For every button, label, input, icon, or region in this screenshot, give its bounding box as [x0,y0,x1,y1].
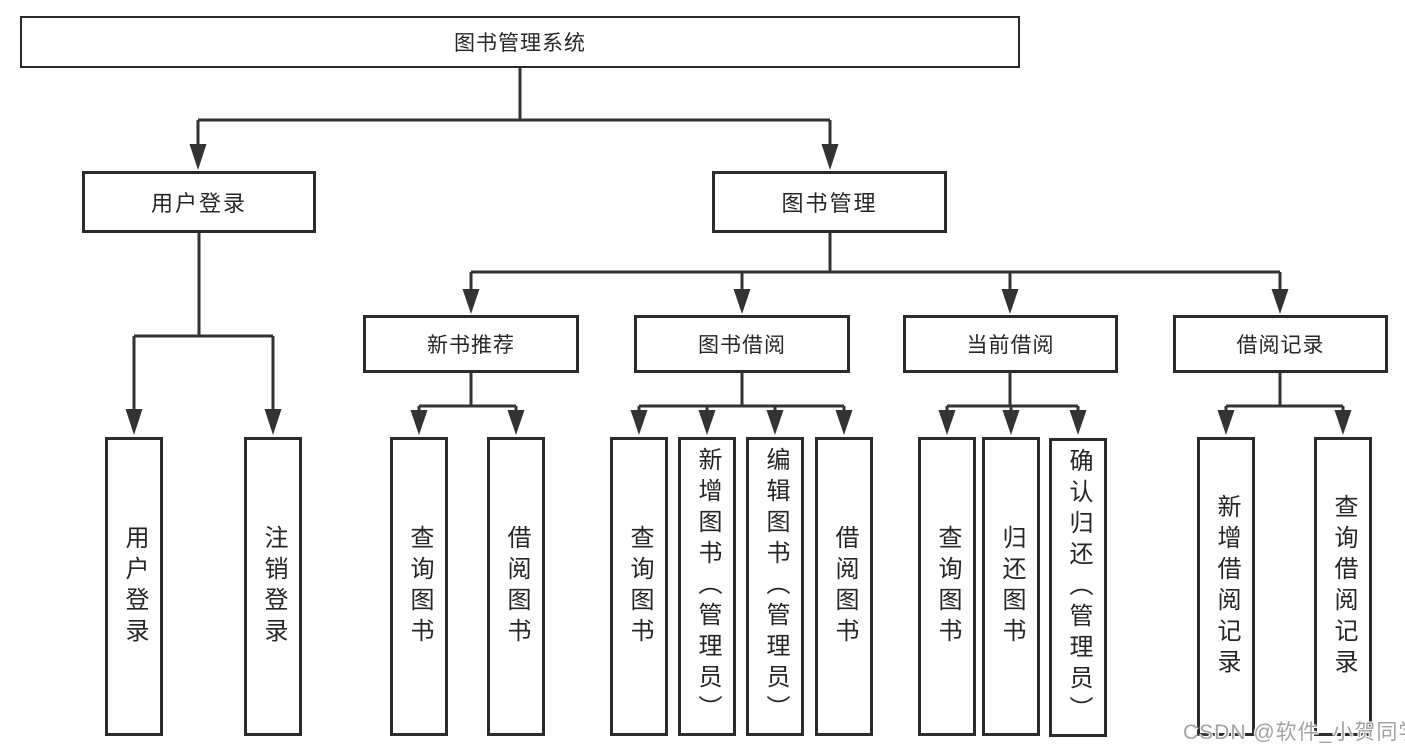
leaf-edit-book-admin: 编辑图书（管理员） [746,437,804,736]
leaf-add-borrow-record-label: 新增借阅记录 [1213,493,1240,680]
leaf-query-books-recommend-label: 查询图书 [406,524,433,649]
leaf-confirm-return-admin: 确认归还（管理员） [1049,438,1107,737]
leaf-user-login-label: 用户登录 [121,524,148,649]
leaf-user-login: 用户登录 [105,437,163,736]
node-current-borrow-label: 当前借阅 [966,334,1055,357]
leaf-query-books-current: 查询图书 [918,437,976,736]
leaf-confirm-return-admin-label: 确认归还（管理员） [1065,448,1092,727]
node-new-book-recommend-label: 新书推荐 [427,334,515,357]
leaf-add-book-admin-label: 新增图书（管理员） [694,447,721,726]
leaf-query-books-current-label: 查询图书 [934,524,961,649]
csdn-watermark: CSDN @软件_小贺同学 [1183,721,1405,744]
node-book-borrow: 图书借阅 [634,315,850,373]
node-borrow-records: 借阅记录 [1173,315,1388,373]
leaf-query-books-recommend: 查询图书 [390,437,448,736]
leaf-query-books-borrow-label: 查询图书 [626,524,653,649]
leaf-query-borrow-record: 查询借阅记录 [1314,437,1372,736]
node-root: 图书管理系统 [20,16,1020,68]
leaf-add-book-admin: 新增图书（管理员） [678,437,736,736]
leaf-return-books-label: 归还图书 [998,524,1025,649]
node-new-book-recommend: 新书推荐 [363,315,579,373]
node-book-management-label: 图书管理 [781,191,878,216]
leaf-query-books-borrow: 查询图书 [610,437,668,736]
node-user-login: 用户登录 [82,171,316,233]
leaf-borrow-books-recommend-label: 借阅图书 [503,524,530,649]
leaf-edit-book-admin-label: 编辑图书（管理员） [762,447,789,726]
node-borrow-records-label: 借阅记录 [1236,334,1325,357]
leaf-borrow-books-recommend: 借阅图书 [487,437,545,736]
node-user-login-label: 用户登录 [150,191,247,216]
leaf-add-borrow-record: 新增借阅记录 [1197,437,1255,736]
node-book-management: 图书管理 [712,171,947,233]
leaf-borrow-books-borrow: 借阅图书 [815,437,873,736]
node-book-borrow-label: 图书借阅 [698,334,786,357]
leaf-borrow-books-borrow-label: 借阅图书 [831,524,858,649]
leaf-return-books: 归还图书 [982,437,1040,736]
node-root-label: 图书管理系统 [454,32,586,55]
leaf-query-borrow-record-label: 查询借阅记录 [1330,493,1357,680]
node-current-borrow: 当前借阅 [903,315,1118,373]
leaf-logout-label: 注销登录 [260,524,287,649]
leaf-logout: 注销登录 [244,437,302,736]
